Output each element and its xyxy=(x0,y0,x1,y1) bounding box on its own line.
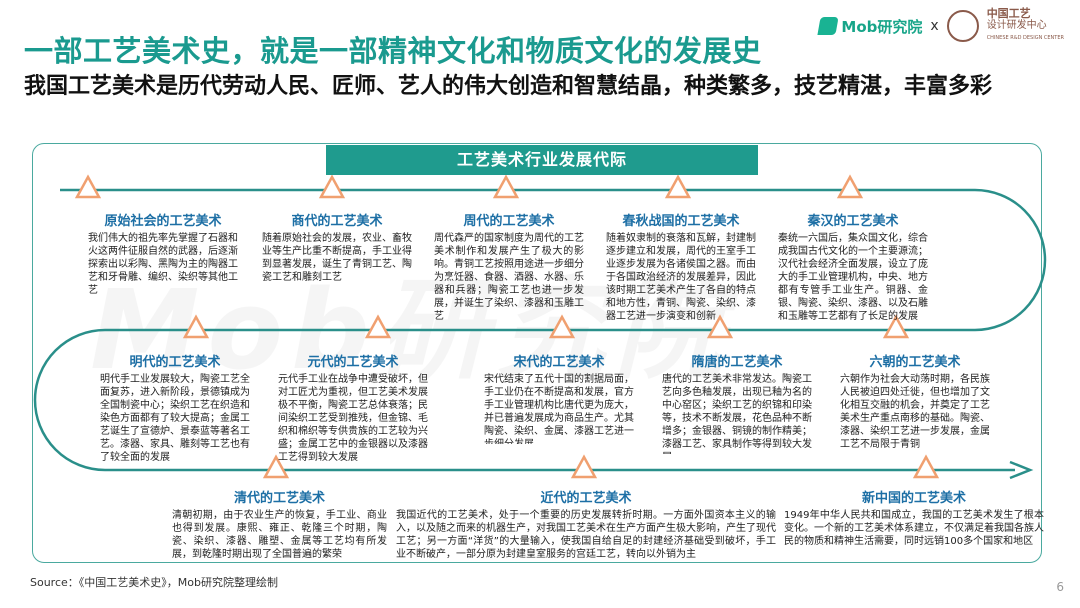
milestone-triangle-icon xyxy=(548,314,576,339)
era-block: 元代的工艺美术元代手工业在战争中遭受破坏，但对工匠尤为重视，但工艺美术发展极不平… xyxy=(278,354,428,466)
milestone-triangle-icon xyxy=(262,454,290,479)
milestone-triangle-icon xyxy=(882,314,910,339)
era-block: 春秋战国的工艺美术随着奴隶制的衰落和瓦解，封建制逐步建立和发展，周代的王室手工业… xyxy=(606,213,756,333)
milestone-triangle-icon xyxy=(364,314,392,339)
era-description: 周代森严的国家制度为周代的工艺美术制作和发展产生了极大的影响。青铜工艺按照用途进… xyxy=(434,233,584,322)
era-description: 宋代结束了五代十国的割据局面，手工业仍在不断提高和发展，官方手工业管理机构比唐代… xyxy=(484,374,634,444)
era-block: 商代的工艺美术随着原始社会的发展，农业、畜牧业等生产比重不断提高，手工业得到显著… xyxy=(262,213,412,303)
milestone-triangle-icon xyxy=(492,174,520,199)
logo-separator: x xyxy=(930,18,939,34)
era-description: 我们伟大的祖先率先掌握了石器和火这两件征服自然的武器，后逐渐探索出以彩陶、黑陶为… xyxy=(88,233,238,296)
era-block: 清代的工艺美术清朝初期，由于农业生产的恢复，手工业、商业也得到发展。康熙、雍正、… xyxy=(172,490,387,560)
era-block: 宋代的工艺美术宋代结束了五代十国的割据局面，手工业仍在不断提高和发展，官方手工业… xyxy=(484,354,634,444)
source-note: Source：《中国工艺美术史》，Mob研究院整理绘制 xyxy=(30,576,278,589)
era-title: 近代的工艺美术 xyxy=(540,491,632,506)
era-description: 唐代的工艺美术非常发达。陶瓷工艺向多色釉发展，出现已釉为名的中心窑区；染织工艺的… xyxy=(662,374,812,454)
milestone-triangle-icon xyxy=(182,314,210,339)
era-title: 原始社会的工艺美术 xyxy=(104,214,222,229)
track-row-1 xyxy=(33,188,1047,472)
era-title: 新中国的工艺美术 xyxy=(861,491,966,506)
era-title: 清代的工艺美术 xyxy=(233,491,325,506)
track-arrowhead-icon xyxy=(1009,460,1034,480)
era-description: 元代手工业在战争中遭受破坏，但对工匠尤为重视，但工艺美术发展极不平衡，陶瓷工艺总… xyxy=(278,374,428,463)
era-description: 1949年中华人民共和国成立，我国的工艺美术发生了根本变化。一个新的工艺美术体系… xyxy=(784,510,1044,547)
timeline-banner: 工艺美术行业发展代际 xyxy=(326,145,758,175)
era-title: 六朝的工艺美术 xyxy=(869,355,961,370)
era-description: 秦统一六国后，集众国文化，综合成我国古代文化的一个主要源流；汉代社会经济全面发展… xyxy=(778,233,928,322)
page-title: 一部工艺美术史，就是一部精神文化和物质文化的发展史 xyxy=(24,34,762,68)
milestone-triangle-icon xyxy=(570,454,598,479)
era-title: 明代的工艺美术 xyxy=(129,355,221,370)
era-block: 近代的工艺美术我国近代的工艺美术，处于一个重要的历史发展转折时期。一方面外国资本… xyxy=(396,490,776,566)
milestone-triangle-icon xyxy=(706,314,734,339)
era-block: 新中国的工艺美术 1949年中华人民共和国成立，我国的工艺美术发生了根本变化。一个… xyxy=(784,490,1044,560)
partner-name-line1: 中国工艺 xyxy=(986,7,1031,20)
milestone-triangle-icon xyxy=(912,454,940,479)
partner-name-line2: 设计研发中心 xyxy=(986,20,1047,31)
era-title: 元代的工艺美术 xyxy=(307,355,399,370)
milestone-triangle-icon xyxy=(318,174,346,199)
page-number: 6 xyxy=(1056,580,1064,594)
era-block: 明代的工艺美术明代手工业发展较大，陶瓷工艺全面复苏，进入新阶段，景德镇成为全国制… xyxy=(100,354,250,466)
milestone-triangle-icon xyxy=(74,174,102,199)
era-block: 周代的工艺美术周代森严的国家制度为周代的工艺美术制作和发展产生了极大的影响。青铜… xyxy=(434,213,584,323)
milestone-triangle-icon xyxy=(664,174,692,199)
era-block: 原始社会的工艺美术我们伟大的祖先率先掌握了石器和火这两件征服自然的武器，后逐渐探… xyxy=(88,213,238,303)
era-title: 秦汉的工艺美术 xyxy=(807,214,899,229)
era-title: 商代的工艺美术 xyxy=(291,214,383,229)
era-description: 六朝作为社会大动荡时期，各民族人民被迫四处迁徙，但也增加了文化相互交融的机会，并… xyxy=(840,374,990,450)
logo-group: Mob研究院 x 中国工艺 设计研发中心 CHINESE R&D DESIGN … xyxy=(817,8,1064,44)
partner-name-line3: CHINESE R&D DESIGN CENTER xyxy=(986,35,1064,41)
milestone-triangle-icon xyxy=(836,174,864,199)
era-description: 清朝初期，由于农业生产的恢复，手工业、商业也得到发展。康熙、雍正、乾隆三个时期，… xyxy=(172,510,387,560)
era-block: 六朝的工艺美术六朝作为社会大动荡时期，各民族人民被迫四处迁徙，但也增加了文化相互… xyxy=(840,354,990,454)
era-description: 随着原始社会的发展，农业、畜牧业等生产比重不断提高，手工业得到显著发展，诞生了青… xyxy=(262,233,412,283)
mob-logo-text: Mob研究院 xyxy=(841,17,923,36)
timeline-frame xyxy=(32,143,1042,563)
era-block: 隋唐的工艺美术唐代的工艺美术非常发达。陶瓷工艺向多色釉发展，出现已釉为名的中心窑… xyxy=(662,354,812,454)
era-title: 隋唐的工艺美术 xyxy=(691,355,783,370)
era-description: 随着奴隶制的衰落和瓦解，封建制逐步建立和发展，周代的王室手工业逐步发展为各诸侯国… xyxy=(606,233,756,322)
era-title: 宋代的工艺美术 xyxy=(513,355,605,370)
era-title: 春秋战国的工艺美术 xyxy=(622,214,740,229)
era-title: 周代的工艺美术 xyxy=(463,214,555,229)
page-subtitle: 我国工艺美术是历代劳动人民、匠师、艺人的伟大创造和智慧结晶，种类繁多，技艺精湛，… xyxy=(24,74,993,99)
mob-logo: Mob研究院 xyxy=(817,16,923,37)
partner-logo: 中国工艺 设计研发中心 CHINESE R&D DESIGN CENTER xyxy=(987,8,1064,44)
era-description: 明代手工业发展较大，陶瓷工艺全面复苏，进入新阶段，景德镇成为全国制瓷中心；染织工… xyxy=(100,374,250,463)
era-description: 我国近代的工艺美术，处于一个重要的历史发展转折时期。一方面外国资本主义的输入，以… xyxy=(396,510,776,560)
era-block: 秦汉的工艺美术秦统一六国后，集众国文化，综合成我国古代文化的一个主要源流；汉代社… xyxy=(778,213,928,323)
partner-seal-icon xyxy=(946,10,979,42)
